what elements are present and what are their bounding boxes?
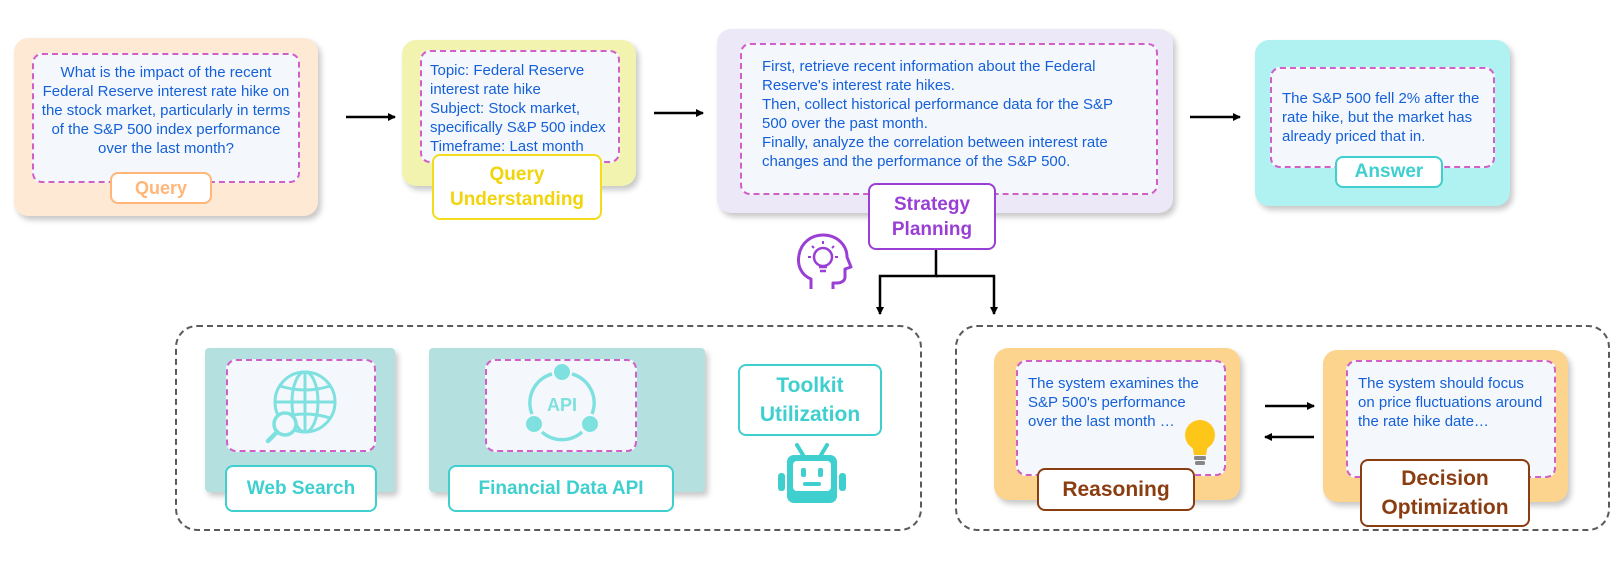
branch-connector-right [936, 274, 998, 315]
brain-bulb-icon [797, 233, 853, 289]
branch-connector [876, 248, 938, 315]
understanding-timeframe: Timeframe: Last month [430, 138, 584, 155]
web-search-label: Web Search [225, 465, 377, 512]
api-icon: API [526, 364, 598, 442]
financial-api-label: Financial Data API [448, 465, 674, 512]
lightbulb-icon [1185, 420, 1215, 465]
understanding-subject: Subject: Stock market, specifically S&P … [430, 100, 606, 136]
planning-label: Strategy Planning [868, 183, 996, 250]
query-label: Query [110, 172, 212, 204]
toolkit-title: Toolkit Utilization [738, 364, 882, 436]
robot-icon [778, 443, 846, 503]
decision-label: Decision Optimization [1360, 459, 1530, 527]
api-icon-text: API [547, 395, 577, 415]
planning-step-2: Then, collect historical performance dat… [762, 96, 1113, 132]
planning-step-1: First, retrieve recent information about… [762, 58, 1096, 94]
understanding-text-box: Topic: Federal Reserve interest rate hik… [420, 50, 620, 163]
decision-text: The system should focus on price fluctua… [1346, 360, 1556, 478]
reasoning-text: The system examines the S&P 500's perfor… [1016, 360, 1226, 476]
planning-step-3: Finally, analyze the correlation between… [762, 134, 1108, 170]
planning-text-box: First, retrieve recent information about… [740, 43, 1158, 195]
understanding-topic: Topic: Federal Reserve interest rate hik… [430, 62, 585, 98]
reasoning-decision-group [955, 325, 1610, 531]
answer-label: Answer [1335, 156, 1443, 188]
reasoning-label: Reasoning [1037, 468, 1195, 511]
query-text: What is the impact of the recent Federal… [32, 53, 300, 183]
answer-text: The S&P 500 fell 2% after the rate hike,… [1270, 67, 1495, 168]
understanding-label: Query Understanding [432, 154, 602, 220]
globe-search-icon [265, 370, 337, 444]
toolkit-group [175, 325, 922, 531]
